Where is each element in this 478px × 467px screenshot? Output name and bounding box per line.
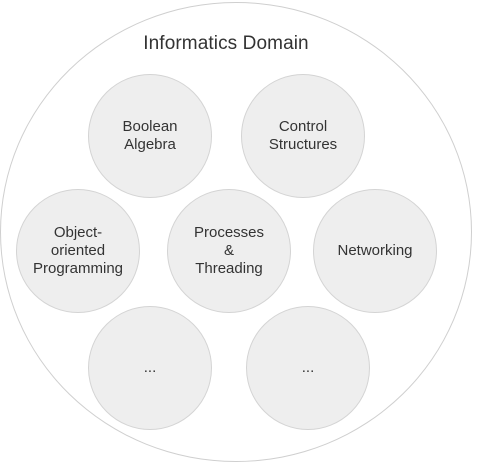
- topic-node-processes-threading: Processes & Threading: [167, 189, 291, 313]
- domain-title: Informatics Domain: [143, 33, 309, 54]
- topic-node-more-1: ...: [88, 306, 212, 430]
- topic-node-networking: Networking: [313, 189, 437, 313]
- topic-node-more-2: ...: [246, 306, 370, 430]
- topic-node-control-structures: Control Structures: [241, 74, 365, 198]
- topic-node-object-oriented-programming: Object- oriented Programming: [16, 189, 140, 313]
- topic-node-boolean-algebra: Boolean Algebra: [88, 74, 212, 198]
